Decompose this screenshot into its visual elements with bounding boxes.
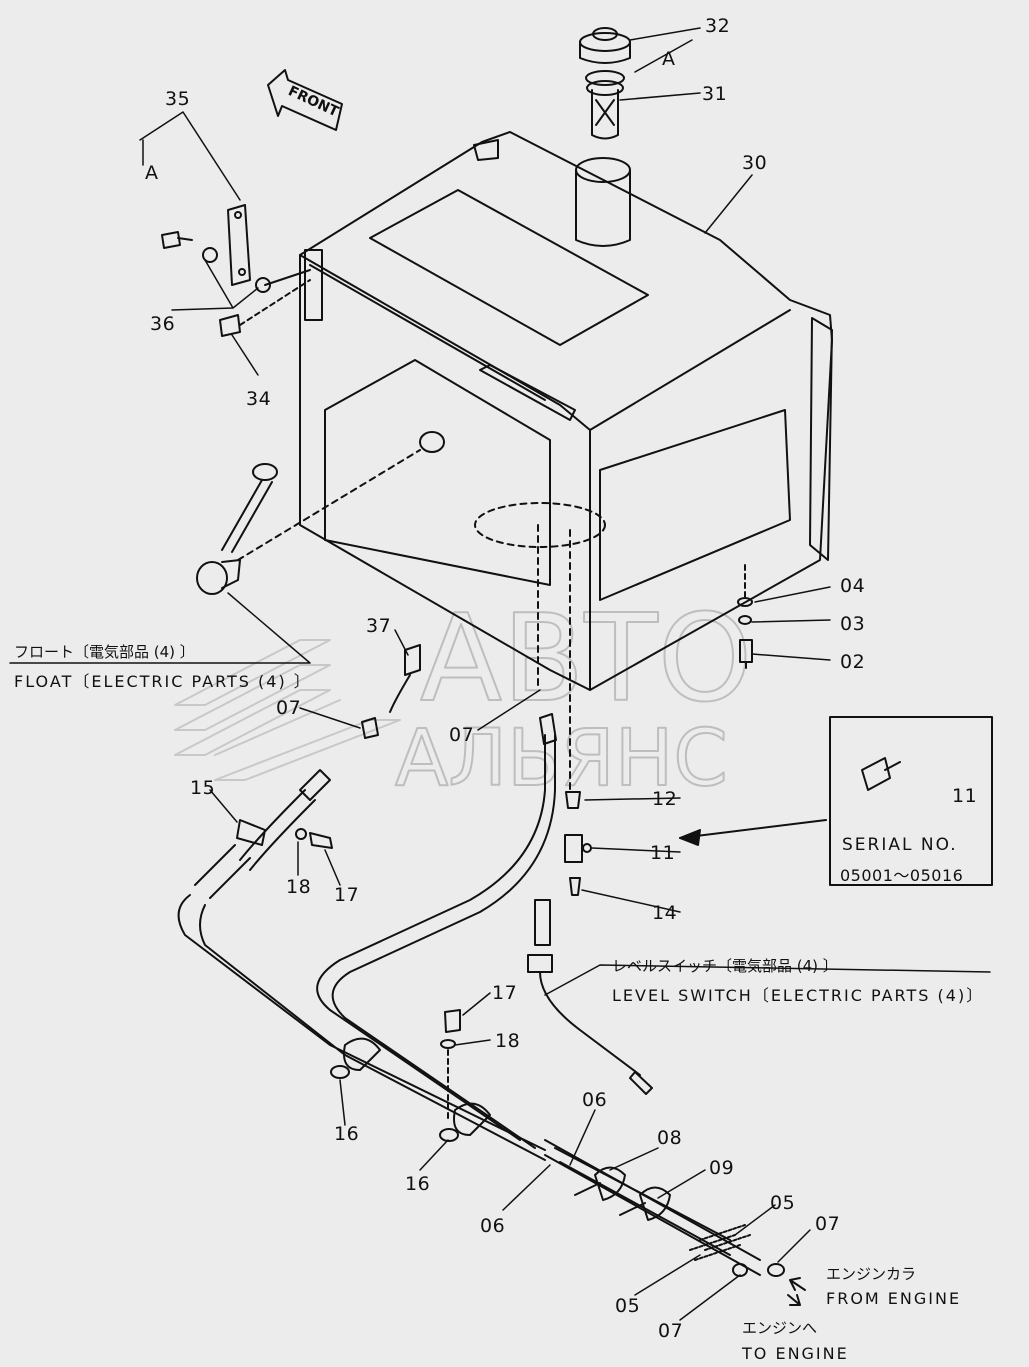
engine-arrows [787, 1277, 806, 1306]
front-arrow: FRONT [267, 69, 343, 131]
serial-box-range: 05001～05016 [840, 866, 964, 885]
callout-05-bottom: 05 [615, 1295, 641, 1317]
callout-16-left: 16 [334, 1123, 360, 1145]
filler-neck [575, 157, 631, 247]
callout-14: 14 [652, 902, 678, 924]
level-switch [527, 524, 653, 1095]
callout-31: 31 [702, 83, 728, 105]
callout-07-mid: 07 [449, 724, 475, 746]
strainer [586, 80, 624, 140]
return-hose [239, 644, 421, 871]
callout-06-bottom: 06 [480, 1215, 506, 1237]
callout-16-mid: 16 [405, 1173, 431, 1195]
callout-04: 04 [840, 575, 866, 597]
callout-05-top: 05 [770, 1192, 796, 1214]
pipe-clips [574, 1166, 671, 1221]
from-engine-en: FROM ENGINE [826, 1289, 962, 1308]
callout-36: 36 [150, 313, 176, 335]
to-engine-jp: エンジンへ [742, 1319, 818, 1337]
callout-02: 02 [840, 651, 866, 673]
callout-a-top: A [662, 48, 676, 70]
callout-17-upper: 17 [334, 884, 360, 906]
callout-32: 32 [705, 15, 731, 37]
float-assembly [196, 431, 445, 595]
level-switch-caption-jp: レベルスイッチ〔電気部品 (4) 〕 [612, 957, 838, 975]
callout-37: 37 [366, 615, 392, 637]
float-caption-jp: フロート〔電気部品 (4) 〕 [14, 643, 195, 661]
callout-34: 34 [246, 388, 272, 410]
callout-03: 03 [840, 613, 866, 635]
callout-17-lower: 17 [492, 982, 518, 1004]
leader-lines [9, 27, 991, 1321]
callout-11: 11 [650, 842, 676, 864]
level-switch-caption-en: LEVEL SWITCH〔ELECTRIC PARTS (4)〕 [612, 986, 985, 1005]
bottom-fittings [737, 564, 753, 669]
callout-07-hose: 07 [276, 697, 302, 719]
callout-09: 09 [709, 1157, 735, 1179]
callout-08: 08 [657, 1127, 683, 1149]
callout-15: 15 [190, 777, 216, 799]
callout-12: 12 [652, 788, 678, 810]
to-engine-en: TO ENGINE [742, 1344, 849, 1363]
callout-35: 35 [165, 88, 191, 110]
clamps [236, 819, 491, 1142]
serial-box-frame [679, 716, 993, 886]
watermark-text-1: АВТО [420, 590, 752, 729]
filler-cap [579, 27, 631, 86]
callout-30: 30 [742, 152, 768, 174]
float-caption-en: FLOAT〔ELECTRIC PARTS (4) 〕 [14, 672, 312, 691]
callout-06-top: 06 [582, 1089, 608, 1111]
callout-18-upper: 18 [286, 876, 312, 898]
bracket-assembly [161, 204, 311, 337]
serial-box-title: SERIAL NO. [842, 835, 958, 855]
callout-18-lower: 18 [495, 1030, 521, 1052]
fuel-tank [299, 131, 833, 691]
from-engine-jp: エンジンカラ [826, 1265, 917, 1283]
fuel-pipes [177, 713, 761, 1276]
watermark-graphic [174, 639, 401, 781]
callout-07-bottom: 07 [658, 1320, 684, 1342]
callout-07-right: 07 [815, 1213, 841, 1235]
watermark-text-2: АЛЬЯНС [395, 714, 728, 804]
callout-11-serial: 11 [952, 785, 978, 807]
hose-springs [689, 1224, 785, 1277]
callout-a-left: A [145, 162, 159, 184]
front-label: FRONT [286, 83, 342, 120]
